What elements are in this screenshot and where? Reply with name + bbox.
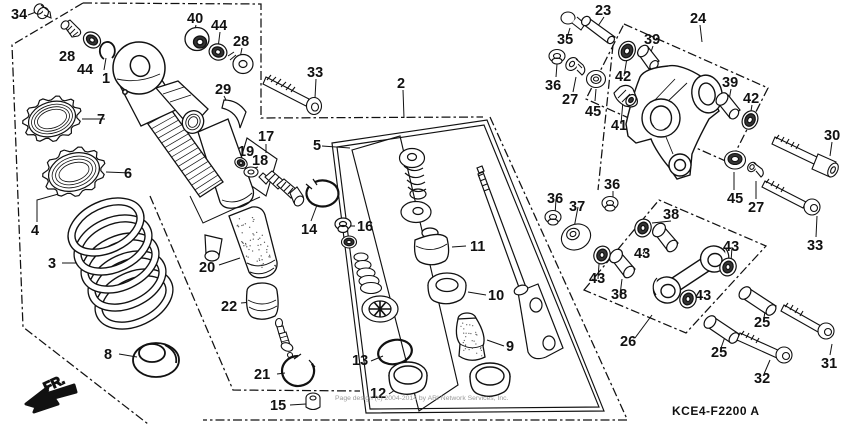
svg-text:39: 39: [644, 32, 660, 48]
svg-text:42: 42: [615, 69, 631, 85]
svg-text:41: 41: [611, 118, 627, 134]
svg-text:3: 3: [48, 256, 56, 272]
svg-text:11: 11: [470, 239, 485, 255]
svg-text:34: 34: [11, 7, 27, 23]
svg-text:21: 21: [254, 367, 270, 383]
svg-text:30: 30: [824, 128, 840, 144]
svg-text:44: 44: [211, 18, 227, 34]
svg-text:39: 39: [722, 75, 738, 91]
svg-text:36: 36: [547, 191, 563, 207]
svg-text:42: 42: [743, 91, 759, 107]
svg-text:6: 6: [124, 166, 132, 182]
svg-text:20: 20: [199, 260, 215, 276]
svg-text:27: 27: [748, 200, 764, 216]
svg-text:27: 27: [562, 92, 578, 108]
svg-text:38: 38: [611, 287, 627, 303]
svg-text:35: 35: [557, 32, 573, 48]
svg-text:43: 43: [634, 246, 650, 262]
svg-text:45: 45: [727, 191, 743, 207]
svg-text:1: 1: [102, 71, 110, 87]
svg-text:12: 12: [370, 386, 386, 402]
svg-text:25: 25: [711, 345, 727, 361]
svg-text:24: 24: [690, 11, 706, 27]
svg-text:33: 33: [307, 65, 323, 81]
svg-text:32: 32: [754, 371, 770, 387]
svg-text:37: 37: [569, 199, 585, 215]
svg-text:43: 43: [695, 288, 711, 304]
svg-text:45: 45: [585, 104, 601, 120]
svg-text:25: 25: [754, 315, 770, 331]
svg-text:Page design (c) 2004-2014 by A: Page design (c) 2004-2014 by ARI Network…: [335, 395, 509, 402]
svg-text:4: 4: [31, 223, 39, 239]
svg-text:KCE4-F2200 A: KCE4-F2200 A: [672, 404, 760, 418]
svg-text:43: 43: [589, 271, 605, 287]
svg-text:2: 2: [397, 76, 405, 92]
svg-text:19: 19: [238, 144, 254, 160]
svg-text:28: 28: [233, 34, 249, 50]
svg-text:38: 38: [663, 207, 679, 223]
svg-text:29: 29: [215, 82, 231, 98]
svg-text:8: 8: [104, 347, 112, 363]
svg-text:18: 18: [252, 153, 268, 169]
svg-text:33: 33: [807, 238, 823, 254]
svg-text:26: 26: [620, 334, 636, 350]
svg-text:16: 16: [357, 219, 373, 235]
svg-text:9: 9: [506, 339, 514, 355]
svg-text:23: 23: [595, 3, 611, 19]
svg-text:7: 7: [97, 112, 105, 128]
svg-text:36: 36: [545, 78, 561, 94]
svg-text:5: 5: [313, 138, 321, 154]
svg-text:22: 22: [221, 299, 237, 315]
svg-text:15: 15: [270, 398, 286, 414]
svg-text:13: 13: [352, 353, 368, 369]
svg-text:40: 40: [187, 11, 203, 27]
svg-text:36: 36: [604, 177, 620, 193]
svg-text:14: 14: [301, 222, 317, 238]
svg-text:44: 44: [77, 62, 93, 78]
svg-text:31: 31: [821, 356, 837, 372]
svg-text:28: 28: [59, 49, 75, 65]
svg-text:17: 17: [258, 129, 274, 145]
svg-text:10: 10: [488, 288, 504, 304]
